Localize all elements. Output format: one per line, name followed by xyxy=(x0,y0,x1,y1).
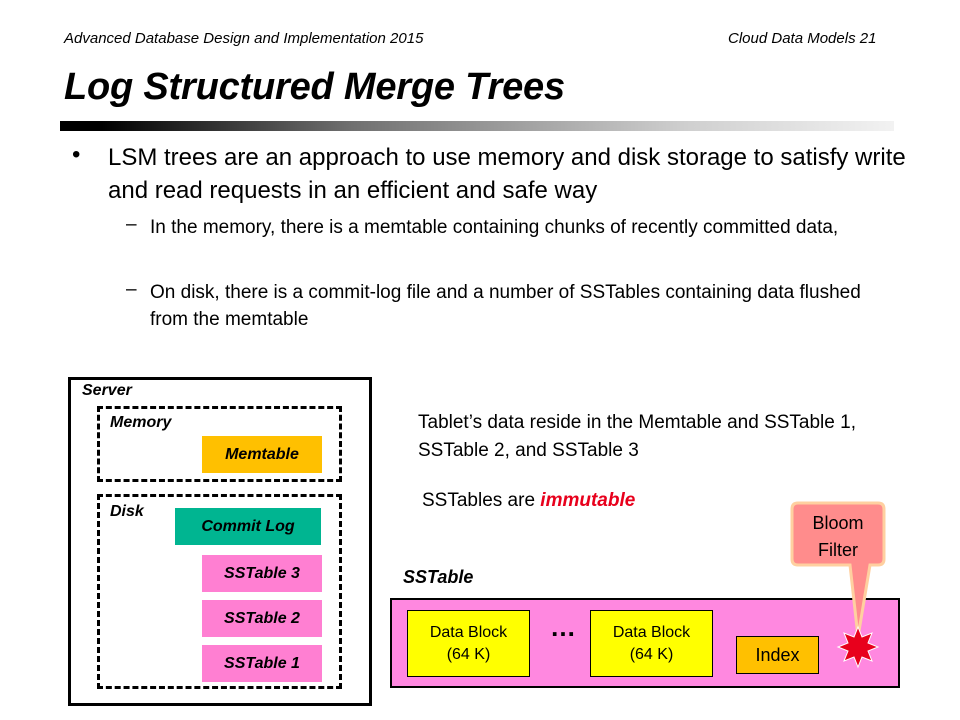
data-block-2-size: (64 K) xyxy=(629,645,674,663)
data-block-2-title: Data Block xyxy=(612,623,691,641)
immutable-prefix: SSTables are xyxy=(422,490,541,511)
memtable-block: Memtable xyxy=(202,436,322,473)
bloom-filter-callout xyxy=(790,501,886,669)
memory-box xyxy=(97,406,342,482)
disk-label: Disk xyxy=(110,503,144,520)
sstable-3-block: SSTable 3 xyxy=(202,555,322,592)
data-block-2: Data Block (64 K) xyxy=(590,610,713,677)
tablet-data-note: Tablet’s data reside in the Memtable and… xyxy=(418,412,856,461)
bloom-filter-line2: Filter xyxy=(818,540,858,560)
header-slide-number: Cloud Data Models 21 xyxy=(728,30,877,47)
title-underline xyxy=(60,121,894,131)
server-box xyxy=(68,377,372,706)
immutable-note: SSTables are immutable xyxy=(422,490,635,512)
bullet-symbol: • xyxy=(72,141,81,168)
bloom-filter-label: Bloom Filter xyxy=(790,510,886,564)
sub-bullet-dash: – xyxy=(126,279,137,300)
ellipsis: … xyxy=(550,612,576,642)
memory-label: Memory xyxy=(110,414,172,431)
sstable-1-block: SSTable 1 xyxy=(202,645,322,682)
sstable-structure-label: SSTable xyxy=(403,567,474,587)
data-block-1-size: (64 K) xyxy=(446,645,491,663)
index-block: Index xyxy=(736,636,819,674)
bloom-filter-line1: Bloom xyxy=(812,513,864,533)
header-course-title: Advanced Database Design and Implementat… xyxy=(64,30,424,47)
data-block-1-title: Data Block xyxy=(429,623,508,641)
commit-log-block: Commit Log xyxy=(175,508,321,545)
sstable-2-block: SSTable 2 xyxy=(202,600,322,637)
sub-bullet-memory: In the memory, there is a memtable conta… xyxy=(150,217,839,238)
slide-title: Log Structured Merge Trees xyxy=(64,66,565,108)
server-label: Server xyxy=(82,382,132,399)
immutable-word: immutable xyxy=(540,490,636,511)
main-bullet-text: LSM trees are an approach to use memory … xyxy=(108,144,906,204)
sub-bullet-dash: – xyxy=(126,214,137,235)
data-block-1: Data Block (64 K) xyxy=(407,610,530,677)
bloom-callout-shape xyxy=(790,501,886,638)
disk-box xyxy=(97,494,342,689)
sub-bullet-disk: On disk, there is a commit-log file and … xyxy=(150,282,861,330)
bloom-marker-icon xyxy=(836,625,880,669)
